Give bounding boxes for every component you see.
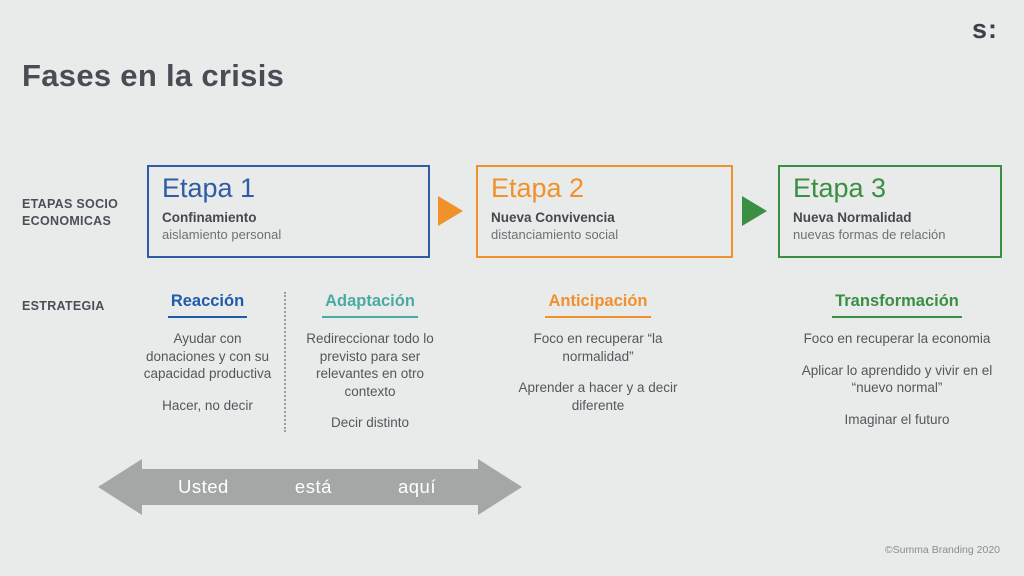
strategy-4-point: Foco en recuperar la economia	[803, 331, 991, 346]
strategy-3-title: Anticipación	[545, 292, 651, 318]
arrow-word-usted: Usted	[178, 476, 229, 497]
strategy-2-title: Adaptación	[322, 292, 418, 318]
strategy-4-point: Aplicar lo aprendido y vivir en el “nuev…	[801, 362, 993, 396]
arrow-word-esta: está	[294, 476, 332, 497]
page-title: Fases en la crisis	[22, 58, 285, 93]
strategy-1-point: Hacer, no decir	[162, 397, 253, 413]
strategy-column-adaptacion: Adaptación Redireccionar todo lo previst…	[291, 292, 449, 446]
strategy-3-point: Aprender a hacer y a decir diferente	[518, 380, 678, 413]
arrow-word-aqui: aquí	[397, 476, 436, 497]
arrow-right-icon	[438, 196, 463, 226]
strategy-4-title: Transformación	[832, 292, 962, 318]
stages-row-label: ETAPAS SOCIO ECONOMICAS	[22, 196, 142, 230]
you-are-here-arrow: Usted está aquí	[98, 459, 522, 515]
stage-1-name: Confinamiento	[162, 210, 257, 225]
stage-3-title: Etapa 3	[793, 173, 887, 203]
stage-2-desc: distanciamiento social	[491, 227, 619, 242]
stage-box-etapa-3: Etapa 3 Nueva Normalidad nuevas formas d…	[778, 165, 1002, 258]
you-are-here-arrow-body: Usted está aquí	[142, 469, 478, 505]
strategy-column-reaccion: Reacción Ayudar con donaciones y con su …	[140, 292, 275, 428]
strategy-4-point: Imaginar el futuro	[844, 411, 950, 427]
summa-logo: s:	[971, 14, 998, 44]
arrow-right-icon	[478, 459, 522, 515]
arrow-left-icon	[98, 459, 142, 515]
stage-box-etapa-1: Etapa 1 Confinamiento aislamiento person…	[147, 165, 430, 258]
stage-2-title: Etapa 2	[491, 173, 585, 203]
stage-box-etapa-2: Etapa 2 Nueva Convivencia distanciamient…	[476, 165, 733, 258]
stage-3-name: Nueva Normalidad	[793, 210, 912, 225]
strategy-2-point: Redireccionar todo lo previsto para ser …	[306, 331, 434, 399]
strategy-3-point: Foco en recuperar “la normalidad”	[533, 331, 663, 364]
strategy-row-label: ESTRATEGIA	[22, 299, 105, 313]
dotted-divider	[284, 292, 286, 432]
stage-3-desc: nuevas formas de relación	[793, 227, 946, 242]
stage-2-name: Nueva Convivencia	[491, 210, 615, 225]
strategy-2-point: Decir distinto	[330, 415, 410, 431]
arrow-right-icon	[742, 196, 767, 226]
stages-row-label-line2: ECONOMICAS	[22, 213, 112, 228]
stage-1-title: Etapa 1	[162, 173, 256, 203]
strategy-1-point: Ayudar con donaciones y con su capacidad…	[143, 331, 272, 382]
copyright-text: ©Summa Branding 2020	[884, 544, 1000, 556]
stage-1-desc: aislamiento personal	[162, 227, 282, 242]
strategy-1-title: Reacción	[167, 292, 248, 318]
strategy-column-transformacion: Transformación Foco en recuperar la econ…	[786, 292, 1008, 442]
strategy-column-anticipacion: Anticipación Foco en recuperar “la norma…	[503, 292, 693, 428]
stages-row-label-line1: ETAPAS SOCIO	[22, 197, 119, 211]
